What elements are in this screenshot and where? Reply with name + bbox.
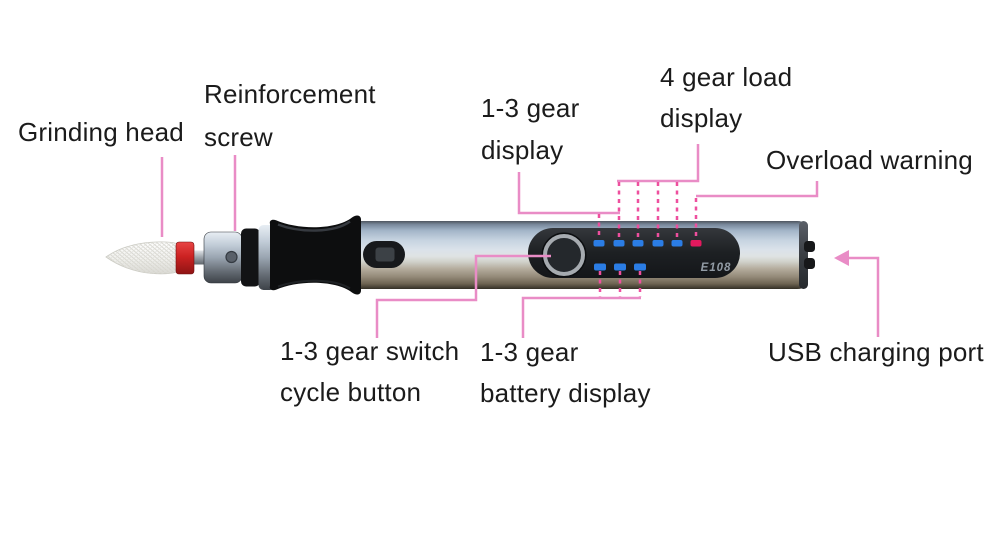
bit-red-band xyxy=(175,241,195,275)
battery-led-row xyxy=(594,263,646,271)
battery-led-2 xyxy=(614,263,626,271)
rubber-grip xyxy=(269,215,361,295)
rear-cap xyxy=(799,221,808,289)
usb-arrowhead xyxy=(834,250,849,266)
side-button xyxy=(363,241,405,268)
callout-switch-button-line xyxy=(375,254,551,338)
top-led-4 xyxy=(652,240,664,247)
label-usb-charging-port: USB charging port xyxy=(768,337,984,367)
front-black-ring xyxy=(241,228,260,287)
label-reinforcement-screw: Reinforcement screw xyxy=(204,73,376,159)
label-gear-1-3-display: 1-3 gear display xyxy=(481,87,579,171)
callout-gear13-display-bracket xyxy=(517,172,620,215)
callout-lines xyxy=(160,144,880,338)
label-line: battery display xyxy=(480,378,651,408)
label-line: 1-3 gear switch xyxy=(280,336,460,366)
top-led-3 xyxy=(632,240,644,247)
top-led-5 xyxy=(671,240,683,247)
label-line: 4 gear load xyxy=(660,62,793,92)
reinforcement-screw-dot xyxy=(225,250,238,264)
label-grinding-head: Grinding head xyxy=(18,117,184,147)
model-label: E108 xyxy=(701,262,732,274)
callout-4gear-load-bracket xyxy=(617,144,700,183)
label-line: 1-3 gear xyxy=(481,93,580,123)
label-4-gear-load-display: 4 gear load display xyxy=(660,57,792,139)
label-gear-switch-cycle-button: 1-3 gear switch cycle button xyxy=(280,331,459,413)
label-line: screw xyxy=(204,122,273,152)
bit-shaft xyxy=(193,250,206,265)
top-led-2 xyxy=(613,240,625,247)
battery-led-3 xyxy=(634,263,646,271)
label-line: Reinforcement xyxy=(204,79,376,109)
top-led-1 xyxy=(593,240,605,247)
label-line: 1-3 gear xyxy=(480,337,579,367)
battery-led-1 xyxy=(594,263,606,271)
overload-warning-led xyxy=(690,240,702,247)
label-overload-warning: Overload warning xyxy=(766,145,973,175)
dashed-indicator-lines xyxy=(597,182,698,297)
grinding-head-bit xyxy=(105,241,177,275)
callout-usb-arrow-line xyxy=(847,256,880,337)
callout-overload-warning-line xyxy=(696,181,819,198)
top-led-row xyxy=(593,240,702,247)
label-line: display xyxy=(660,103,743,133)
label-line: display xyxy=(481,135,564,165)
label-gear-battery-display: 1-3 gear battery display xyxy=(480,332,651,414)
callout-battery-display-bracket xyxy=(521,296,641,338)
label-line: cycle button xyxy=(280,377,422,407)
usb-charging-port xyxy=(804,241,815,269)
pen-assembly: E108 xyxy=(105,215,815,295)
